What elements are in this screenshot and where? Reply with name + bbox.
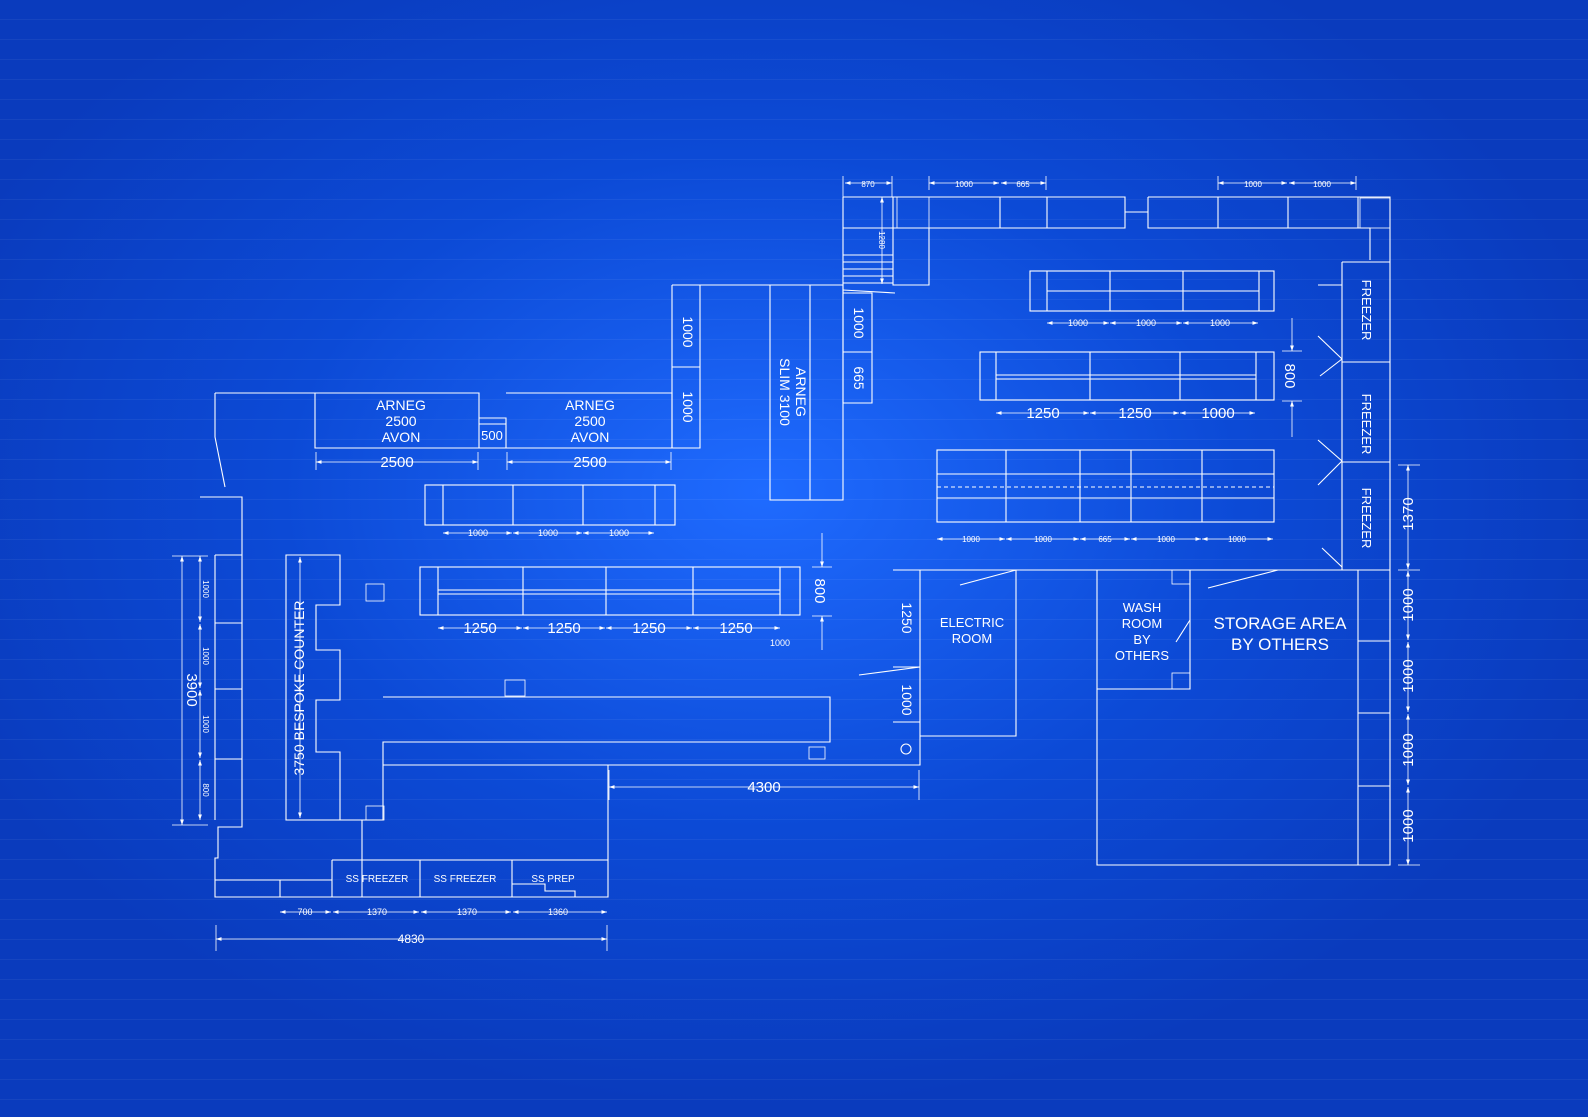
wash-room-line1: WASH [1123,600,1162,615]
arneg-right-line3: AVON [571,429,610,445]
dim-top-870: 870 [861,180,875,189]
dim-500: 500 [481,428,503,443]
arneg-left-line3: AVON [382,429,421,445]
dim-row-665: 665 [1098,535,1112,544]
electric-room-line1: ELECTRIC [940,615,1004,630]
dim-1250-4: 1250 [719,620,752,637]
dimension-lines [180,181,1410,941]
dim-left-1000-2: 1000 [201,647,210,665]
arneg-left-line2: 2500 [385,413,416,429]
dim-right-col-4: 1000 [1400,809,1417,842]
dim-row-1000-3: 1000 [1157,535,1175,544]
dim-top-right-1000-1: 1000 [1244,180,1262,189]
walls [200,196,1391,898]
dim-col-1000-b: 1000 [680,316,696,347]
arneg-left-line1: ARNEG [376,397,426,413]
dim-row-1000-1: 1000 [962,535,980,544]
dim-col-665: 665 [851,366,867,390]
dim-top-665: 665 [1016,180,1030,189]
dim-3900: 3900 [183,673,200,706]
dim-4300: 4300 [747,779,780,796]
freezer-label-3: FREEZER [1359,488,1374,549]
dim-1250-elec: 1250 [899,602,915,633]
dim-top-right-1000-2: 1000 [1313,180,1331,189]
dim-right-col-3: 1000 [1400,733,1417,766]
dim-bottom-1370-b: 1370 [457,907,477,917]
dim-mid-1000-3: 1000 [609,528,629,538]
dim-1000-elec: 1000 [899,684,915,715]
dim-left-1000-3: 1000 [201,715,210,733]
freezer-label-2: FREEZER [1359,394,1374,455]
dim-col-1000: 1000 [851,307,867,338]
dim-left-1000-1: 1000 [201,580,210,598]
wash-room-line3: BY [1133,632,1151,647]
ss-freezer-1: SS FREEZER [346,874,409,885]
hatched-columns [365,196,1391,821]
arneg-slim-line1: ARNEG [793,367,809,417]
dim-row-1000-4: 1000 [1228,535,1246,544]
arneg-slim-line2: SLIM 3100 [777,358,793,426]
bespoke-counter-label: 3750 BESPOKE COUNTER [291,600,307,775]
dim-1250-1: 1250 [463,620,496,637]
dim-4830: 4830 [398,932,425,946]
dimension-arrows-single [820,318,1294,650]
dim-right-1000: 1000 [1201,405,1234,422]
dim-bottom-700: 700 [297,907,312,917]
dim-800-left: 800 [811,578,828,603]
extension-lines [172,176,1420,951]
freezer-label-1: FREEZER [1359,280,1374,341]
electric-room-line2: ROOM [952,631,992,646]
dim-2500-a: 2500 [380,454,413,471]
dim-mid-1000-2: 1000 [538,528,558,538]
dim-right-1250-2: 1250 [1118,405,1151,422]
dim-1370: 1370 [1400,497,1417,530]
dim-right-col-1: 1000 [1400,588,1417,621]
storage-area-line2: BY OTHERS [1231,635,1329,654]
dim-right-col-2: 1000 [1400,659,1417,692]
dim-1250-2: 1250 [547,620,580,637]
dim-800-right: 800 [1281,363,1298,388]
dim-row-1000-2: 1000 [1034,535,1052,544]
arneg-right-line2: 2500 [574,413,605,429]
dim-right-1000-a2: 1000 [1136,318,1156,328]
dim-right-1250-1: 1250 [1026,405,1059,422]
dim-1250-3: 1250 [632,620,665,637]
arneg-right-line1: ARNEG [565,397,615,413]
dim-right-1000-a1: 1000 [1068,318,1088,328]
ss-prep: SS PREP [531,874,575,885]
dim-v1280: 1280 [877,231,886,249]
dim-mid-1000-1: 1000 [468,528,488,538]
dim-left-800: 800 [201,783,210,797]
dim-1000-under: 1000 [770,638,790,648]
storage-area-line1: STORAGE AREA [1214,614,1348,633]
dim-2500-b: 2500 [573,454,606,471]
dim-bottom-1370-a: 1370 [367,907,387,917]
display-units [419,270,1275,755]
dim-bottom-1360: 1360 [548,907,568,917]
dim-top-1000: 1000 [955,180,973,189]
wash-room-line2: ROOM [1122,616,1162,631]
dim-right-1000-a3: 1000 [1210,318,1230,328]
ss-freezer-2: SS FREEZER [434,874,497,885]
dim-col-1000-c: 1000 [680,391,696,422]
wash-room-line4: OTHERS [1115,648,1170,663]
